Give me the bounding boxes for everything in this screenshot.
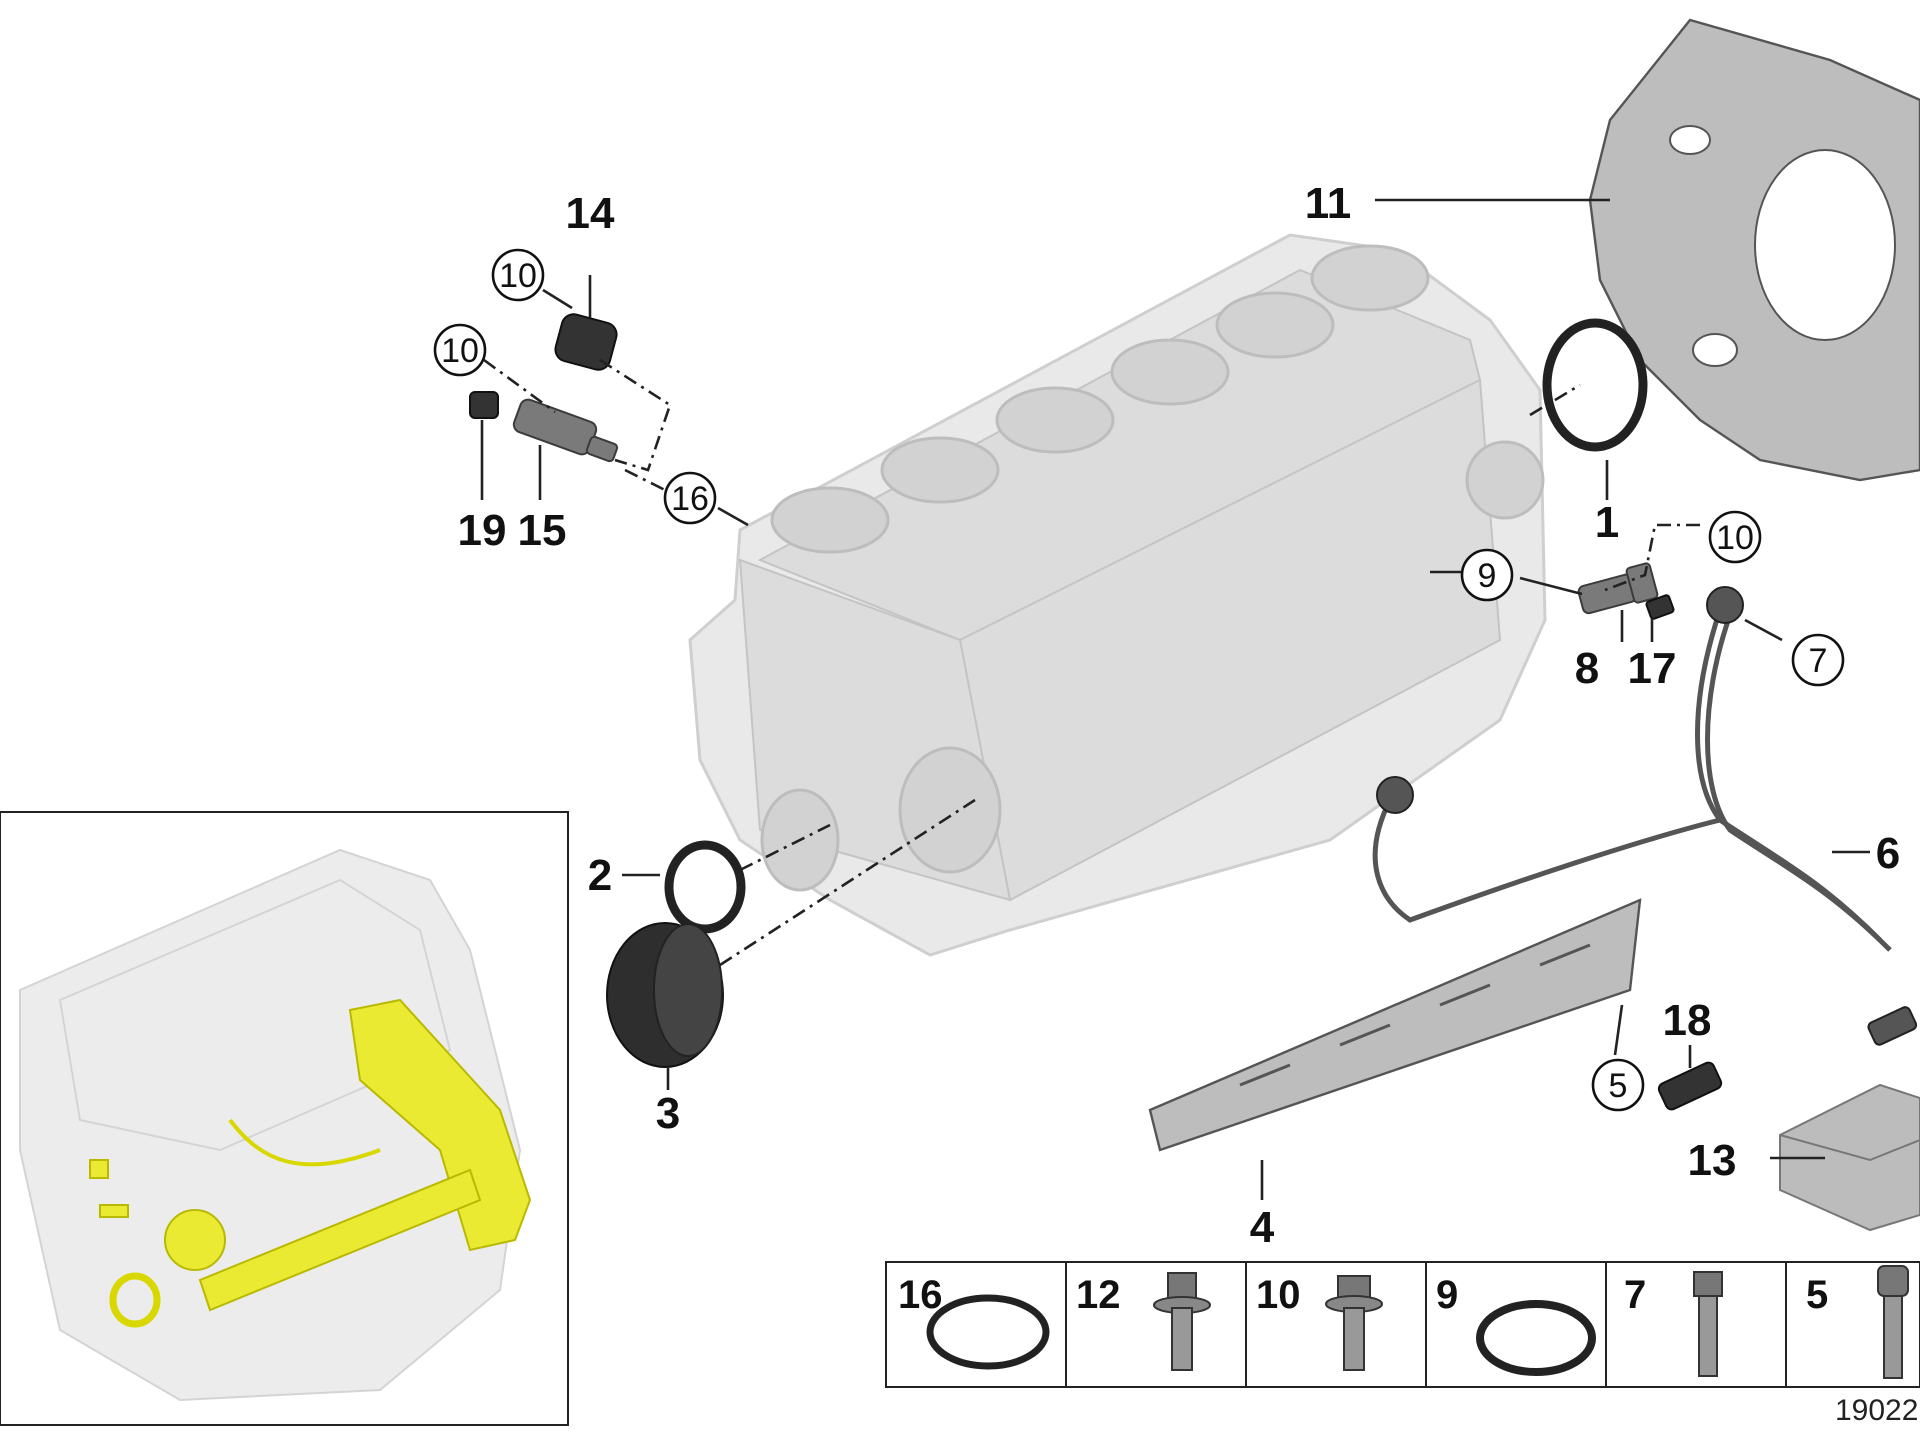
legend-number-7: 7 xyxy=(1624,1273,1646,1317)
rear-seal-ring xyxy=(1542,318,1648,452)
callout-10-mid-text: 10 xyxy=(441,332,479,370)
label-17: 17 xyxy=(1628,644,1677,693)
bolt-icon xyxy=(1693,1271,1723,1377)
oil-pressure-switch xyxy=(554,313,618,371)
legend-number-10: 10 xyxy=(1256,1273,1301,1317)
legend-cell-9: 9 xyxy=(1436,1273,1596,1376)
o-ring-icon xyxy=(926,1294,1050,1370)
legend-number-16: 16 xyxy=(898,1273,943,1317)
legend-cell-12: 12 xyxy=(1076,1272,1211,1371)
label-6: 6 xyxy=(1876,829,1900,878)
legend-cell-10: 10 xyxy=(1256,1273,1383,1371)
label-13: 13 xyxy=(1688,1136,1737,1185)
callout-16: 16 xyxy=(663,471,717,525)
label-4: 4 xyxy=(1250,1203,1275,1252)
cover-cap xyxy=(606,922,724,1068)
leader-lines xyxy=(480,198,1870,1200)
callout-9-text: 9 xyxy=(1478,557,1497,595)
sensor-sleeve xyxy=(1645,594,1675,620)
label-11: 11 xyxy=(1305,179,1352,228)
callout-10-right-text: 10 xyxy=(1716,519,1754,557)
callout-7: 7 xyxy=(1791,633,1845,687)
front-seal-ring xyxy=(664,840,746,934)
overview-inset xyxy=(0,811,569,1426)
label-3: 3 xyxy=(656,1089,680,1138)
callout-7-text: 7 xyxy=(1809,642,1828,680)
legend-cell-5: 5 xyxy=(1806,1265,1909,1379)
label-2: 2 xyxy=(588,851,612,900)
label-1: 1 xyxy=(1595,498,1619,547)
engine-block xyxy=(688,233,1547,957)
callout-9: 9 xyxy=(1460,548,1514,602)
label-14: 14 xyxy=(566,189,615,238)
callout-10-top: 10 xyxy=(491,248,545,302)
legend-number-9: 9 xyxy=(1436,1273,1458,1317)
callout-5-text: 5 xyxy=(1609,1067,1628,1105)
legend-bar: 16 12 10 9 7 xyxy=(885,1261,1920,1388)
sensor-plug xyxy=(469,391,499,419)
label-8: 8 xyxy=(1575,644,1599,693)
connector-plug xyxy=(1657,1061,1723,1111)
o-ring-icon xyxy=(1476,1300,1596,1376)
bolt-icon xyxy=(1153,1272,1211,1371)
part-labels: 11 1 2 3 4 6 8 17 18 13 14 19 15 xyxy=(458,179,1901,1252)
parts-box xyxy=(1779,1083,1920,1232)
legend-number-12: 12 xyxy=(1076,1273,1121,1317)
label-15: 15 xyxy=(518,506,567,555)
legend-number-5: 5 xyxy=(1806,1273,1828,1317)
legend-cell-16: 16 xyxy=(898,1273,1050,1370)
legend-cell-7: 7 xyxy=(1624,1271,1723,1377)
label-19: 19 xyxy=(458,506,507,555)
image-number: 19022 xyxy=(1835,1394,1918,1427)
heat-shield-plate xyxy=(1588,18,1920,482)
callout-5: 5 xyxy=(1591,1058,1645,1112)
bolt-icon xyxy=(1325,1275,1383,1371)
knock-sensor-harness xyxy=(1372,586,1918,1046)
callout-10-mid: 10 xyxy=(433,323,487,377)
oil-baffle-plate xyxy=(1148,898,1642,1152)
label-18: 18 xyxy=(1663,996,1712,1045)
bolt-icon xyxy=(1877,1265,1909,1379)
callout-10-right: 10 xyxy=(1708,510,1762,564)
callout-16-text: 16 xyxy=(671,480,709,518)
oil-level-sensor xyxy=(512,398,619,463)
callout-10-top-text: 10 xyxy=(499,257,537,295)
